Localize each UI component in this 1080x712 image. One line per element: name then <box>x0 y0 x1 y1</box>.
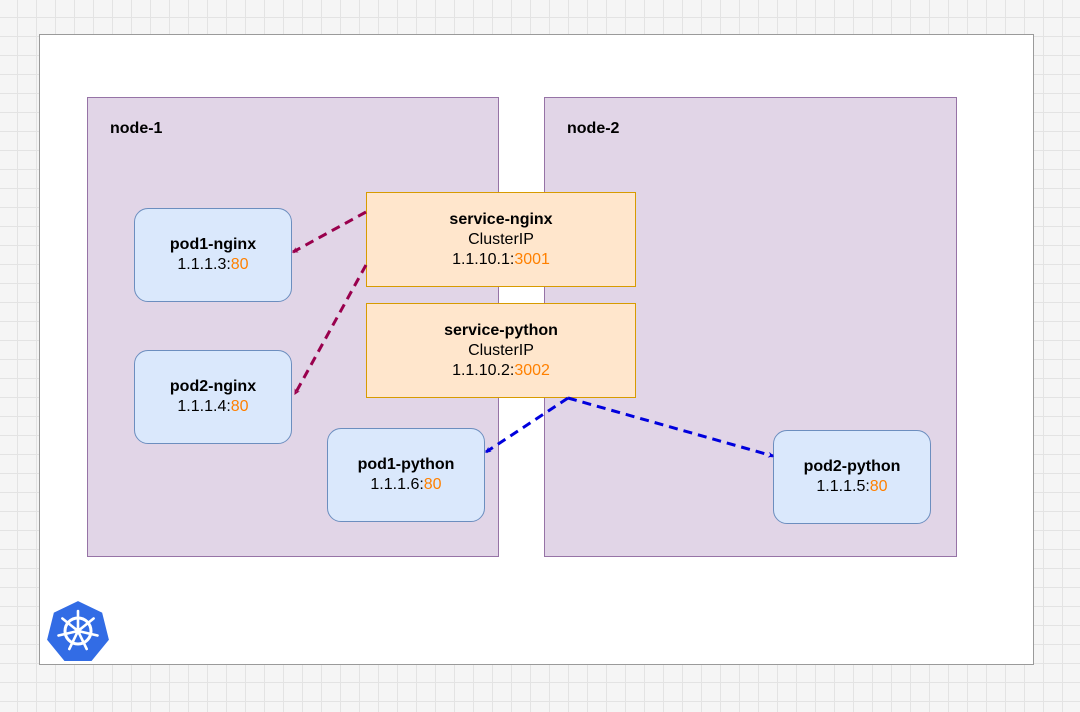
pod2-python-address: 1.1.1.5:80 <box>816 477 887 497</box>
pod2-nginx-ip: 1.1.1.4: <box>177 398 231 415</box>
service-nginx-ip: 1.1.10.1: <box>452 250 515 268</box>
kubernetes-icon <box>44 598 112 663</box>
service-nginx-address: 1.1.10.1:3001 <box>452 250 550 270</box>
service-nginx-name: service-nginx <box>449 210 553 228</box>
pod1-nginx-box[interactable]: pod1-nginx 1.1.1.3:80 <box>134 208 292 302</box>
node-1-label: node-1 <box>110 120 163 137</box>
service-python-address: 1.1.10.2:3002 <box>452 361 550 381</box>
pod1-python-box[interactable]: pod1-python 1.1.1.6:80 <box>327 428 485 522</box>
pod1-python-port: 80 <box>423 476 442 493</box>
pod2-nginx-name: pod2-nginx <box>169 378 257 395</box>
pod2-python-ip: 1.1.1.5: <box>816 478 870 495</box>
service-python-ip: 1.1.10.2: <box>452 361 515 379</box>
service-python-box[interactable]: service-python ClusterIP 1.1.10.2:3002 <box>366 303 636 398</box>
service-nginx-box[interactable]: service-nginx ClusterIP 1.1.10.1:3001 <box>366 192 636 287</box>
service-nginx-port: 3001 <box>514 250 550 268</box>
pod1-nginx-ip: 1.1.1.3: <box>177 256 231 273</box>
pod1-nginx-port: 80 <box>230 256 249 273</box>
service-python-name: service-python <box>444 321 558 339</box>
service-python-type: ClusterIP <box>468 341 534 359</box>
pod1-python-ip: 1.1.1.6: <box>370 476 424 493</box>
pod2-python-name: pod2-python <box>803 458 901 475</box>
pod2-nginx-port: 80 <box>230 398 249 415</box>
pod2-python-box[interactable]: pod2-python 1.1.1.5:80 <box>773 430 931 524</box>
node-2-label: node-2 <box>567 120 620 137</box>
pod2-python-port: 80 <box>869 478 888 495</box>
pod2-nginx-address: 1.1.1.4:80 <box>177 397 248 417</box>
service-nginx-type: ClusterIP <box>468 230 534 248</box>
pod2-nginx-box[interactable]: pod2-nginx 1.1.1.4:80 <box>134 350 292 444</box>
service-python-port: 3002 <box>514 361 550 379</box>
pod1-python-name: pod1-python <box>357 456 455 473</box>
pod1-nginx-name: pod1-nginx <box>169 236 257 253</box>
pod1-python-address: 1.1.1.6:80 <box>370 475 441 495</box>
pod1-nginx-address: 1.1.1.3:80 <box>177 255 248 275</box>
